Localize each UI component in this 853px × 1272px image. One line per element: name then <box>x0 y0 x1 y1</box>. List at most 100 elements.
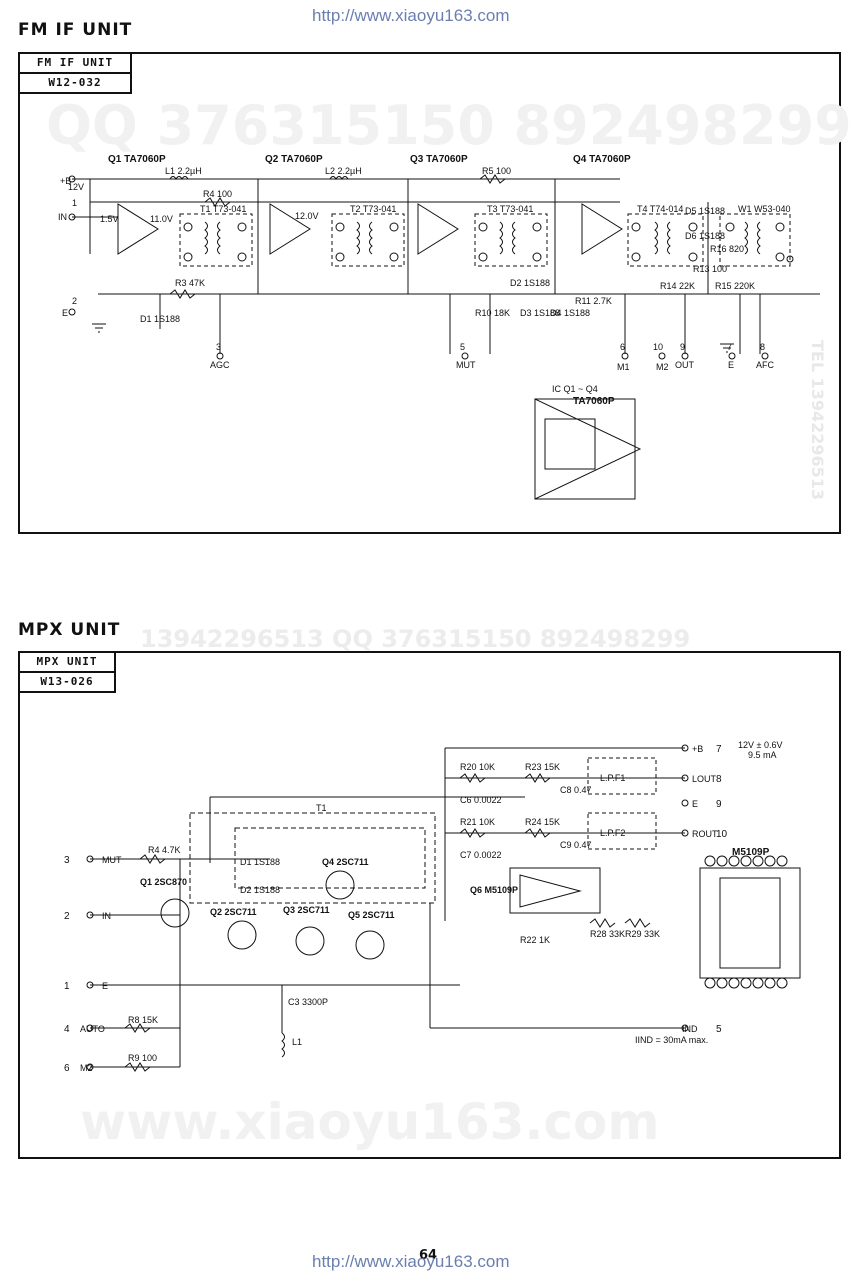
fm-r16-label: R16 820 <box>710 244 744 254</box>
watermark-bottom: www.xiaoyu163.com <box>80 1093 660 1151</box>
mpx-tag-code: W13-026 <box>40 675 94 688</box>
fm-d4-label: D4 1S188 <box>550 308 590 318</box>
fm-e: E <box>62 308 68 318</box>
mpx-r23: R23 15K <box>525 762 560 772</box>
mpx-c7: C7 0.0022 <box>460 850 502 860</box>
mpx-lpf2: L.P.F2 <box>600 828 625 838</box>
fm-tag-name: FM IF UNIT <box>20 54 130 74</box>
mpx-section-title: MPX UNIT <box>18 620 121 640</box>
fm-12v: 12V <box>68 182 84 192</box>
mpx-r20: R20 10K <box>460 762 495 772</box>
header-url: http://www.xiaoyu163.com <box>312 6 510 25</box>
fm-q2-label: Q2 TA7060P <box>265 154 323 165</box>
mpx-term7: 7 <box>716 744 722 755</box>
fm-in: IN <box>58 212 67 222</box>
fm-t1-label: T1 T73-041 <box>200 204 246 214</box>
fm-tag-box: FM IF UNIT W12-032 <box>20 54 132 94</box>
mpx-q3: Q3 2SC711 <box>283 905 330 915</box>
fm-out: OUT <box>675 360 695 370</box>
fm-r5-label: R5 100 <box>482 166 511 176</box>
mpx-lout: LOUT <box>692 774 717 784</box>
fm-tag-code: W12-032 <box>48 76 102 89</box>
page-number: 64 <box>419 1248 438 1263</box>
fm-d5-label: D5 1S188 <box>685 206 725 216</box>
fm-r15-label: R15 220K <box>715 281 755 291</box>
fm-term9: 9 <box>680 342 685 352</box>
mpx-mut: MUT <box>102 855 122 865</box>
mpx-term3: 3 <box>64 855 70 866</box>
fm-r11-label: R11 2.7K <box>575 296 612 306</box>
fm-r4-label: R4 100 <box>203 189 232 199</box>
mpx-ind: IND <box>682 1024 698 1034</box>
fm-11v: 11.0V <box>150 214 173 224</box>
fm-t3-label: T3 T73-041 <box>487 204 533 214</box>
mpx-term9: 9 <box>716 799 722 810</box>
fm-term5: 5 <box>460 342 465 352</box>
mpx-schematic: 12V ± 0.6V 9.5 mA T1 Q1 2SC870 Q2 2SC711… <box>64 740 801 1074</box>
mpx-t1: T1 <box>316 803 327 813</box>
fm-q1-label: Q1 TA7060P <box>108 154 166 165</box>
mpx-frame: 13942296513 QQ 376315150 892498299 www.x… <box>18 625 841 1159</box>
mpx-tag-name: MPX UNIT <box>20 653 114 673</box>
mpx-term4: 4 <box>64 1024 70 1035</box>
footer-url: http://www.xiaoyu163.com <box>312 1252 510 1271</box>
fm-d3-label: D3 1S188 <box>520 308 560 318</box>
fm-120v: 12.0V <box>295 211 319 221</box>
fm-m1: M1 <box>617 362 630 372</box>
fm-plusb: +B <box>60 176 71 186</box>
mpx-term8: 8 <box>716 774 722 785</box>
fm-afc: AFC <box>756 360 775 370</box>
mpx-r4: R4 4.7K <box>148 845 181 855</box>
fm-t2-label: T2 T73-041 <box>350 204 396 214</box>
fm-l1-label: L1 2.2µH <box>165 166 202 176</box>
mpx-r22: R22 1K <box>520 935 550 945</box>
mpx-c9: C9 0.47 <box>560 840 592 850</box>
mpx-in: IN <box>102 911 111 921</box>
mpx-d1: D1 1S188 <box>240 857 280 867</box>
mpx-plusb: +B <box>692 744 703 754</box>
fm-m2: M2 <box>656 362 669 372</box>
fm-r13-label: R13 100 <box>693 264 727 274</box>
mpx-r21: R21 10K <box>460 817 495 827</box>
fm-mut: MUT <box>456 360 476 370</box>
fm-term2: 2 <box>72 296 77 306</box>
mpx-r8: R8 15K <box>128 1015 158 1025</box>
fm-d2-label: D2 1S188 <box>510 278 550 288</box>
fm-r10-label: R10 18K <box>475 308 510 318</box>
mpx-q6: Q6 M5109P <box>470 885 518 895</box>
fm-term6: 6 <box>620 342 625 352</box>
mpx-c3: C3 3300P <box>288 997 328 1007</box>
mpx-l1: L1 <box>292 1037 302 1047</box>
mpx-tag-box: MPX UNIT W13-026 <box>20 653 116 693</box>
fm-ic-label: IC Q1 ~ Q4 <box>552 384 598 394</box>
fm-term-e: E <box>728 360 734 370</box>
fm-ic-part: TA7060P <box>573 396 615 407</box>
mpx-e: E <box>102 981 108 991</box>
mpx-q2: Q2 2SC711 <box>210 907 257 917</box>
mpx-rout: ROUT <box>692 829 718 839</box>
fm-term7: 7 <box>727 342 732 352</box>
fm-q3-label: Q3 TA7060P <box>410 154 468 165</box>
fm-t4-label: T4 T74-014 <box>637 204 683 214</box>
fm-r3-label: R3 47K <box>175 278 205 288</box>
mpx-term5: 5 <box>716 1024 722 1035</box>
mpx-r9: R9 100 <box>128 1053 157 1063</box>
mpx-r29: R29 33K <box>625 929 660 939</box>
fm-if-schematic: Q1 TA7060P Q2 TA7060P Q3 TA7060P Q4 TA70… <box>58 154 820 500</box>
mpx-c6: C6 0.0022 <box>460 795 502 805</box>
fm-term3: 3 <box>216 342 221 352</box>
fm-q4-label: Q4 TA7060P <box>573 154 631 165</box>
mpx-e2: E <box>692 799 698 809</box>
fm-term1: 1 <box>72 198 77 208</box>
fm-section-title: FM IF UNIT <box>18 20 133 40</box>
mpx-term1: 1 <box>64 981 70 992</box>
mpx-supply: 12V ± 0.6V <box>738 740 782 750</box>
mpx-term10: 10 <box>716 829 728 840</box>
mpx-r28: R28 33K <box>590 929 625 939</box>
mpx-term2: 2 <box>64 911 70 922</box>
mpx-ind-note: IIND = 30mA max. <box>635 1035 708 1045</box>
mpx-d2: D2 1S188 <box>240 885 280 895</box>
watermark-tel: TEL 13942296513 <box>808 340 827 501</box>
fm-15v: 1.5V <box>100 214 119 224</box>
mpx-q5: Q5 2SC711 <box>348 910 395 920</box>
